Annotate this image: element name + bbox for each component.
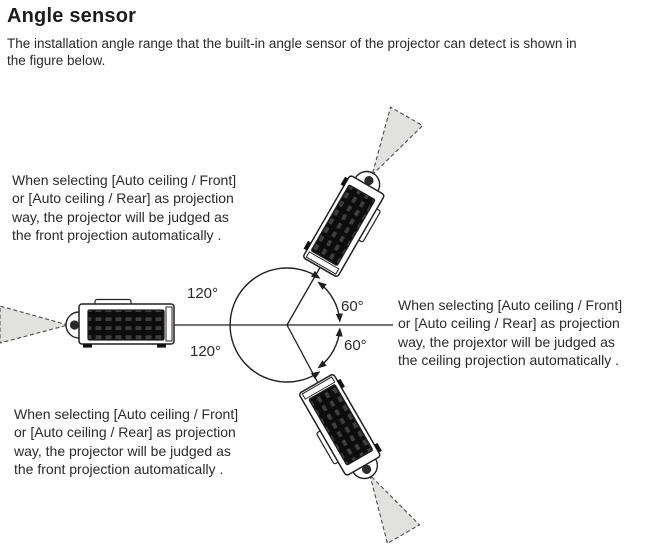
upper-diagonal-line (286, 267, 321, 326)
annotation-line: way, the projextor will be judged as (398, 333, 615, 350)
annotation-ceiling-projection: When selecting [Auto ceiling / Front] or… (398, 296, 622, 369)
page-title: Angle sensor (7, 5, 137, 27)
projector-side-view-icon (0, 298, 175, 349)
intro-line: The installation angle range that the bu… (7, 36, 577, 51)
annotation-line: way, the projector will be judged as (14, 442, 231, 459)
annotation-line: or [Auto ceiling / Rear] as projection (398, 315, 620, 332)
annotation-line: the front projection automatically . (12, 226, 222, 243)
projector-tilted-down-icon (294, 371, 425, 548)
arc-60-degrees-lower (317, 327, 343, 369)
annotation-line: the front projection automatically . (14, 460, 224, 477)
arc-60-degrees-upper (317, 281, 343, 323)
angle-label-120-lower: 120° (190, 343, 222, 360)
intro-text: The installation angle range that the bu… (7, 36, 577, 69)
annotation-line: the ceiling projection automatically . (398, 351, 620, 368)
lower-diagonal-line (286, 324, 319, 383)
projector-tilted-up-icon (298, 104, 429, 281)
angle-label-120-upper: 120° (187, 285, 219, 302)
annotation-front-projection-top: When selecting [Auto ceiling / Front] or… (12, 171, 236, 244)
annotation-front-projection-bottom: When selecting [Auto ceiling / Front] or… (14, 405, 238, 478)
annotation-line: When selecting [Auto ceiling / Front] (12, 172, 237, 188)
angle-label-60-upper: 60° (341, 298, 364, 315)
angle-label-60-lower: 60° (344, 337, 367, 354)
annotation-line: or [Auto ceiling / Rear] as projection (12, 190, 234, 207)
annotation-line: way, the projector will be judged as (12, 208, 229, 225)
arc-240-degrees (229, 267, 321, 383)
annotation-line: When selecting [Auto ceiling / Front] (398, 297, 623, 313)
annotation-line: When selecting [Auto ceiling / Front] (14, 406, 239, 422)
intro-line: the figure below. (7, 52, 106, 68)
annotation-line: or [Auto ceiling / Rear] as projection (14, 424, 236, 441)
